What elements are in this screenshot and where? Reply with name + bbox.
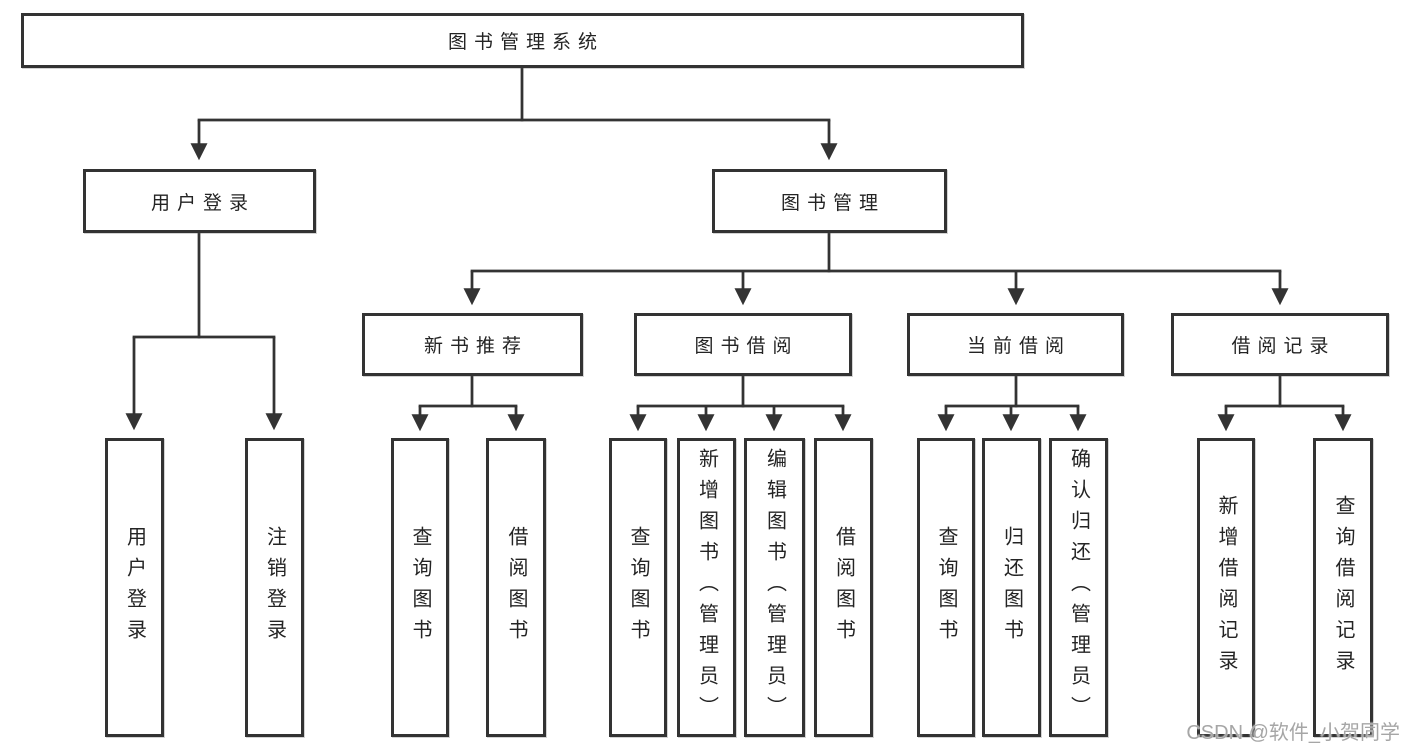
leaf-logout: 注销登录 (245, 438, 304, 737)
connector-book-management-to-level3 (463, 231, 1289, 306)
leaf-query-borrow-record: 查询借阅记录 (1313, 438, 1373, 737)
leaf-current-query-books: 查询图书 (917, 438, 975, 737)
node-book-borrowing: 图书借阅 (634, 313, 852, 376)
leaf-recommend-borrow-books: 借阅图书 (486, 438, 546, 737)
node-label: 归还图书 (1000, 525, 1023, 650)
leaf-confirm-return-admin: 确认归还（管理员） (1049, 438, 1108, 737)
node-label: 当前借阅 (966, 336, 1071, 357)
node-label: 图书管理系统 (447, 32, 604, 53)
node-label: 新增图书（管理员） (695, 448, 718, 727)
node-label: 确认归还（管理员） (1067, 448, 1090, 727)
node-current-borrowing: 当前借阅 (907, 313, 1124, 376)
node-label: 查询借阅记录 (1332, 494, 1354, 681)
leaf-borrowing-query-books: 查询图书 (609, 438, 667, 737)
node-label: 查询图书 (935, 525, 957, 650)
leaf-edit-books-admin: 编辑图书（管理员） (744, 438, 805, 737)
node-label: 注销登录 (263, 525, 286, 650)
node-root-library-system: 图书管理系统 (21, 13, 1024, 68)
leaf-borrowing-borrow-books: 借阅图书 (814, 438, 873, 737)
node-borrowing-records: 借阅记录 (1171, 313, 1389, 376)
node-label: 图书管理 (780, 192, 885, 214)
connector-root-to-level2 (190, 66, 838, 161)
leaf-recommend-query-books: 查询图书 (391, 438, 449, 737)
node-label: 用户登录 (150, 192, 255, 214)
node-label: 新增借阅记录 (1215, 494, 1237, 681)
connector-book-borrowing-to-leaves (629, 374, 852, 432)
node-label: 用户登录 (123, 525, 146, 650)
leaf-add-books-admin: 新增图书（管理员） (677, 438, 736, 737)
node-label: 新书推荐 (423, 336, 528, 357)
node-book-management-branch: 图书管理 (712, 169, 947, 233)
node-label: 借阅图书 (505, 525, 527, 650)
leaf-return-books: 归还图书 (982, 438, 1041, 737)
connector-current-borrowing-to-leaves (937, 374, 1087, 432)
node-label: 借阅记录 (1231, 336, 1336, 357)
csdn-watermark: CSDN @软件_小贺同学 (1186, 722, 1400, 744)
node-label: 查询图书 (627, 525, 649, 650)
node-new-book-recommend: 新书推荐 (362, 313, 583, 376)
node-user-login-branch: 用户登录 (83, 169, 316, 233)
connector-borrowing-records-to-leaves (1217, 374, 1352, 432)
node-label: 图书借阅 (694, 336, 799, 357)
connector-new-book-recommend-to-leaves (411, 374, 525, 432)
node-label: 借阅图书 (832, 525, 855, 650)
node-label: 编辑图书（管理员） (763, 448, 786, 727)
leaf-user-login: 用户登录 (105, 438, 164, 737)
leaf-add-borrow-record: 新增借阅记录 (1197, 438, 1255, 737)
node-label: 查询图书 (409, 525, 431, 650)
connector-user-login-to-leaves (125, 231, 283, 431)
